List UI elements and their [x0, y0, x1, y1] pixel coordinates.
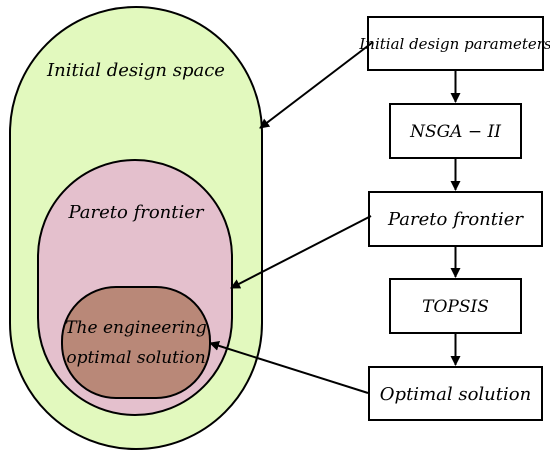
pareto-frontier-box-label: Pareto frontier [387, 209, 524, 230]
optimal-solution-box [368, 366, 543, 421]
arrow-pareto-box-to-pareto-region [230, 215, 372, 289]
optimal-solution-label-line2: optimal solution [66, 348, 205, 368]
topsis-label: TOPSIS [422, 297, 489, 317]
nsga-ii-box [389, 103, 522, 159]
optimal-solution-region [61, 286, 211, 399]
optimal-solution-label-line1: The engineering [65, 318, 207, 338]
arrow-parameters-to-design-space [259, 41, 374, 129]
initial-design-space-label: Initial design space [46, 60, 225, 81]
pareto-frontier-region-label: Pareto frontier [67, 202, 204, 223]
optimal-solution-box-label: Optimal solution [380, 384, 531, 405]
pareto-frontier-box [368, 191, 543, 247]
nsga-ii-label: NSGA − II [409, 122, 501, 142]
initial-parameters-label: Initial design parameters [358, 35, 550, 53]
arrow-optimal-box-to-optimal-region [209, 340, 369, 394]
